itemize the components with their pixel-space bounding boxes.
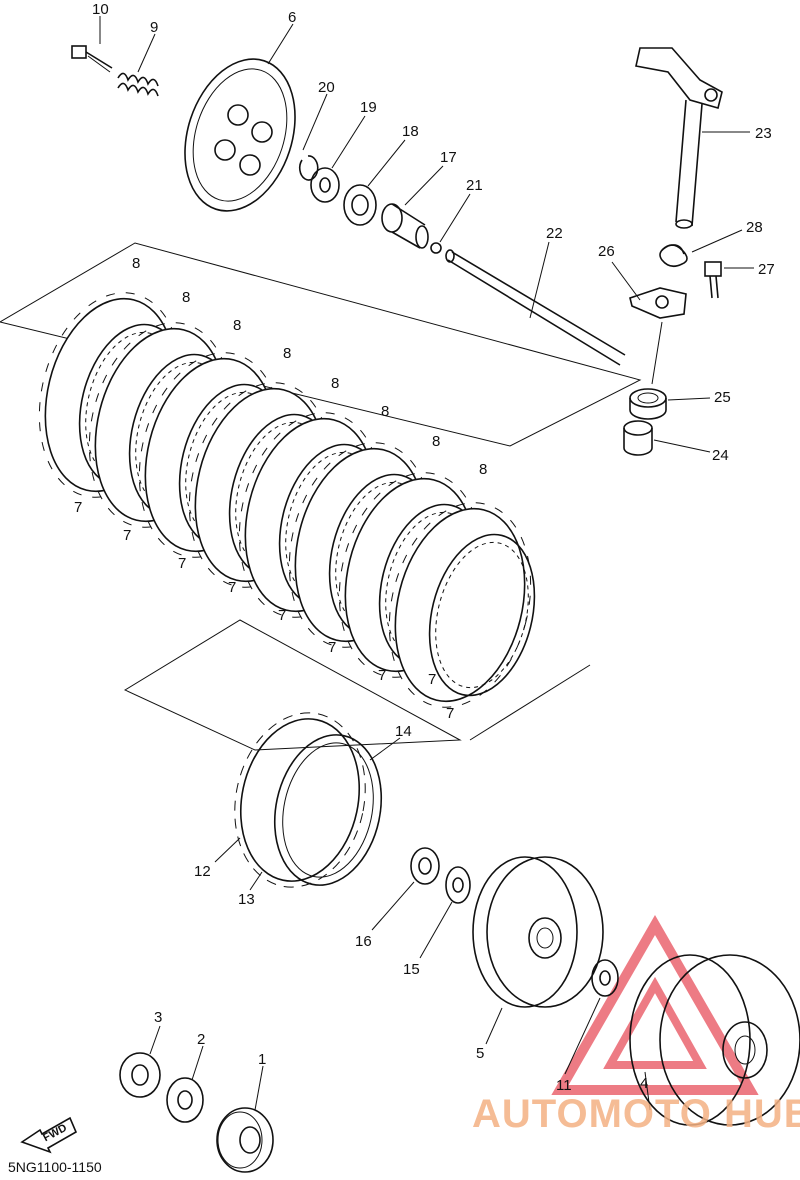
callout-label: 7 (428, 671, 436, 688)
callout-label: 8 (331, 375, 339, 392)
callout-label: 9 (150, 19, 158, 36)
callout-label: 4 (640, 1075, 648, 1092)
callout-label: 22 (546, 225, 563, 242)
bolt-27 (704, 261, 722, 299)
washer-19 (310, 167, 340, 203)
callout-label: 26 (598, 243, 615, 260)
callout-label: 18 (402, 123, 419, 140)
thrust-washer-11 (591, 959, 619, 997)
callout-label: 23 (755, 125, 772, 142)
callout-label: 7 (378, 667, 386, 684)
callout-label: 8 (283, 345, 291, 362)
callout-label: 7 (74, 499, 82, 516)
nut-3 (119, 1052, 161, 1098)
circlip-20 (298, 155, 319, 181)
callout-label: 2 (197, 1031, 205, 1048)
callout-label: 20 (318, 79, 335, 96)
spring-28 (659, 244, 688, 268)
callout-label: 6 (288, 9, 296, 26)
callout-label: 19 (360, 99, 377, 116)
callout-label: 8 (479, 461, 487, 478)
pressure-plate-6 (184, 58, 296, 212)
callout-label: 7 (228, 579, 236, 596)
push-rod-22 (445, 249, 626, 366)
callout-label: 3 (154, 1009, 162, 1026)
clutch-boss-5 (472, 856, 604, 1008)
callout-label: 16 (355, 933, 372, 950)
callout-label: 1 (258, 1051, 266, 1068)
housing-frame (123, 619, 462, 751)
plate-12 (234, 712, 366, 888)
callout-label: 8 (233, 317, 241, 334)
callout-label: 28 (746, 219, 763, 236)
callout-label: 13 (238, 891, 255, 908)
plate-stack-frame (0, 242, 642, 447)
push-lever-23 (635, 47, 723, 229)
watermark-text: AUTOMOTO HUB (472, 1092, 800, 1136)
watermark-logo (551, 914, 759, 1095)
callout-label: 12 (194, 863, 211, 880)
callout-label: 17 (440, 149, 457, 166)
clutch-plate-stack (38, 292, 536, 708)
bearing-24 (623, 420, 653, 456)
callout-label: 15 (403, 961, 420, 978)
bearing-18 (343, 184, 377, 226)
callout-label: 11 (556, 1077, 572, 1094)
callout-labels: 10 9 6 20 19 18 17 21 22 23 28 26 27 25 … (74, 1, 775, 1094)
oil-seal-25 (629, 388, 667, 420)
callout-label: 10 (92, 1, 109, 18)
callout-label: 25 (714, 389, 731, 406)
callout-label: 7 (278, 607, 286, 624)
plate-26 (629, 287, 687, 319)
ball-21 (430, 242, 442, 254)
callout-label: 8 (432, 433, 440, 450)
callout-label: 7 (446, 705, 454, 722)
callout-label: 27 (758, 261, 775, 278)
lock-washer-15 (445, 866, 471, 904)
gear-1 (216, 1107, 274, 1173)
callout-label: 7 (178, 555, 186, 572)
callout-label: 5 (476, 1045, 484, 1062)
push-rod-17 (381, 203, 429, 249)
callout-label: 8 (381, 403, 389, 420)
spring-9 (117, 72, 159, 97)
fwd-arrow-icon: FWD (20, 1116, 78, 1154)
leader-lines (99, 16, 754, 1111)
cushion-ring-13 (273, 734, 383, 886)
diagram-code: 5NG1100-1150 (8, 1159, 102, 1175)
callout-label: 14 (395, 723, 412, 740)
washer-2 (166, 1077, 204, 1123)
callout-label: 7 (123, 527, 131, 544)
bolt-10 (71, 45, 113, 73)
callout-label: 24 (712, 447, 729, 464)
plate-stack-frame-lower (469, 664, 591, 741)
nut-16 (410, 847, 440, 885)
callout-label: 21 (466, 177, 483, 194)
callout-label: 7 (328, 639, 336, 656)
callout-label: 8 (132, 255, 140, 272)
primary-driven-gear-4 (629, 954, 800, 1126)
clutch-plate (428, 533, 536, 697)
callout-label: 8 (182, 289, 190, 306)
